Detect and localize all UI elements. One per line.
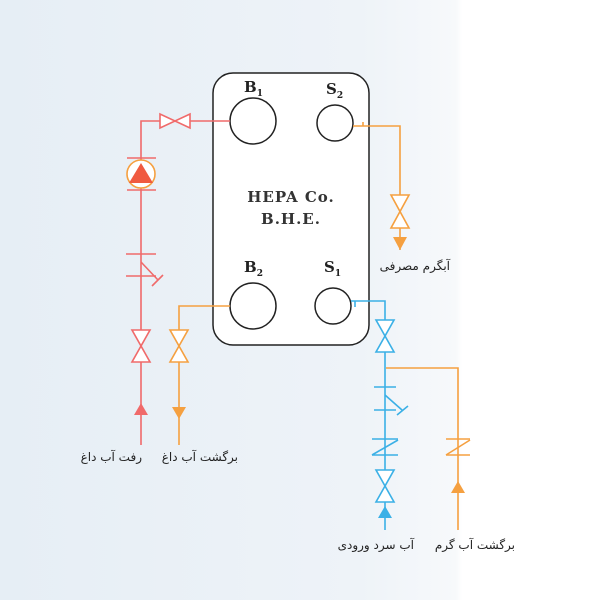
label-hot-water-return: برگشت آب گرم xyxy=(434,538,515,552)
valve-icon xyxy=(130,329,152,363)
valve-icon xyxy=(374,319,396,353)
arrow-down-icon xyxy=(172,407,186,419)
check-valve-icon xyxy=(445,439,471,456)
port-label-b1: B1 xyxy=(244,78,263,99)
label-domestic-hot: آبگرم مصرفی xyxy=(379,259,450,273)
port-label-s1: S1 xyxy=(324,258,342,279)
port-s2 xyxy=(316,104,354,142)
arrow-down-icon xyxy=(393,237,407,250)
valve-icon xyxy=(374,469,396,503)
port-label-s2: S2 xyxy=(326,80,344,101)
valve-icon xyxy=(389,194,411,229)
port-s1 xyxy=(314,287,352,325)
valve-icon xyxy=(168,329,190,363)
hot-water-return-line xyxy=(386,367,471,530)
label-hot-return: برگشت آب داغ xyxy=(161,450,238,464)
port-b1 xyxy=(229,97,277,145)
cold-inlet-line xyxy=(351,300,409,530)
valve-icon xyxy=(159,112,191,130)
strainer-icon xyxy=(140,261,159,281)
port-label-b2: B2 xyxy=(244,258,263,279)
label-cold-inlet: آب سرد ورودی xyxy=(337,538,414,552)
arrow-up-icon xyxy=(378,506,392,518)
hot-return-line xyxy=(168,305,230,445)
arrow-up-icon xyxy=(134,403,148,415)
arrow-up-icon xyxy=(451,481,465,493)
hot-supply-line xyxy=(126,112,230,445)
exchanger-title: HEPA Co. xyxy=(247,188,335,206)
domestic-hot-line xyxy=(353,122,411,250)
check-valve-icon xyxy=(371,439,399,456)
strainer-icon xyxy=(384,394,403,411)
exchanger-subtitle: B.H.E. xyxy=(261,210,321,228)
label-hot-supply: رفت آب داغ xyxy=(80,450,142,464)
port-b2 xyxy=(229,282,277,330)
